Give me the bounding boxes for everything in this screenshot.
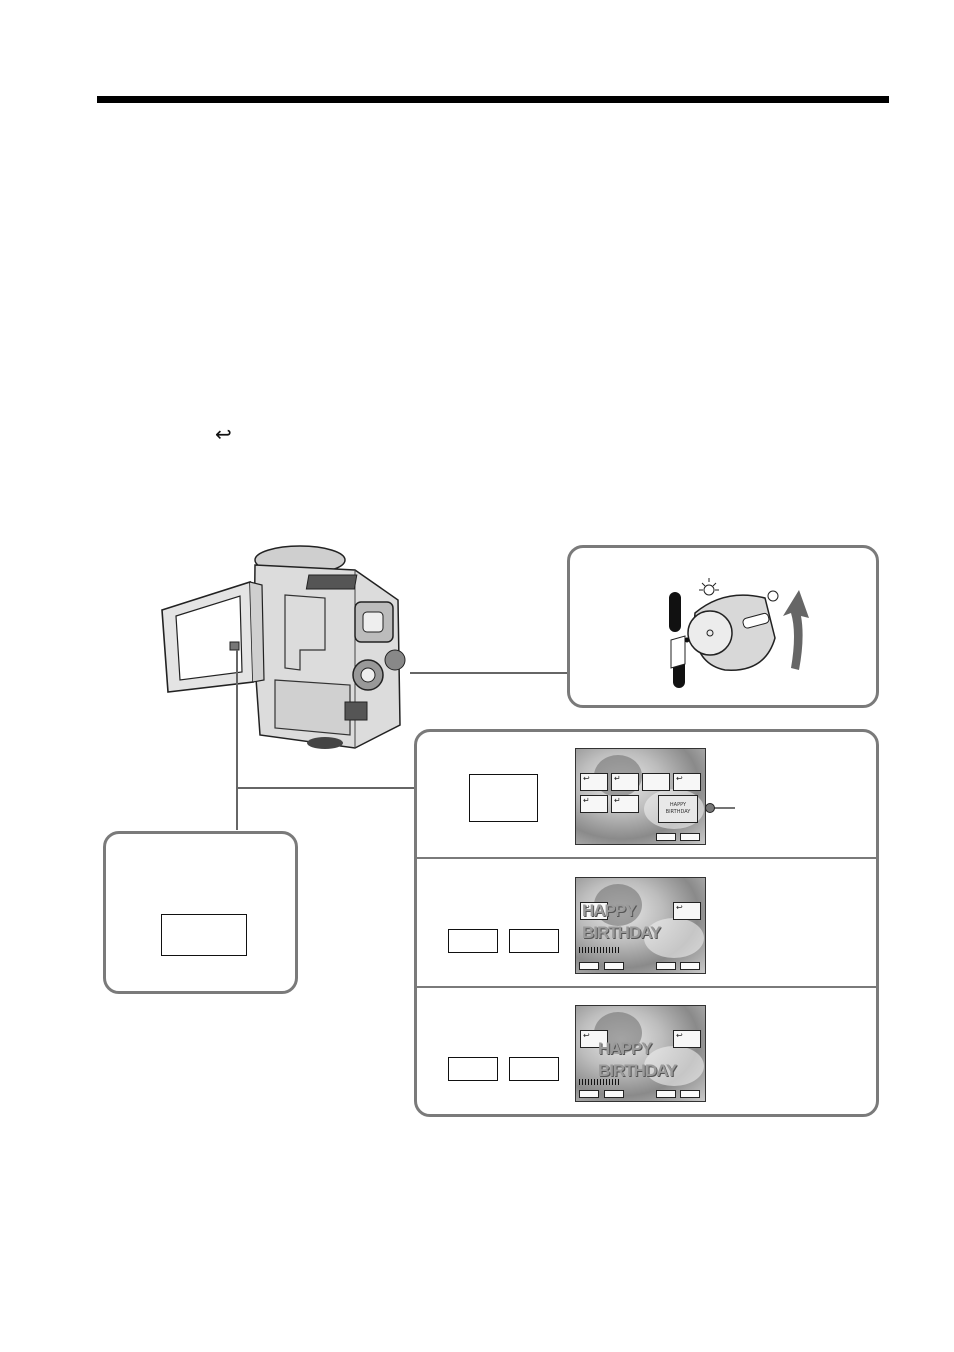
- header-rule: [97, 96, 889, 103]
- return-button[interactable]: ↩: [673, 1030, 701, 1048]
- return-button[interactable]: ↩: [673, 773, 701, 791]
- return-button[interactable]: ↩: [673, 902, 701, 920]
- lcd-screen-step-1: ↩ ↵ ↩ ↵ ↵ HAPPY BIRTHDAY: [575, 748, 706, 845]
- screen-mini-button[interactable]: [680, 1090, 700, 1098]
- screen-mini-button[interactable]: [680, 833, 700, 841]
- screen-button[interactable]: ↵: [611, 795, 639, 813]
- control-button-label[interactable]: [509, 1057, 559, 1081]
- screen-mini-button[interactable]: [604, 962, 624, 970]
- step-divider: [417, 986, 876, 988]
- return-icon: ↩: [215, 422, 232, 446]
- level-bar: [579, 947, 619, 953]
- step-divider: [417, 857, 876, 859]
- touch-panel-callout: [103, 831, 298, 994]
- level-bar: [579, 1079, 619, 1085]
- stamp-preview[interactable]: HAPPY BIRTHDAY: [658, 795, 698, 823]
- screen-button[interactable]: ↵: [580, 795, 608, 813]
- screen-button[interactable]: ↵: [611, 773, 639, 791]
- screen-mini-button[interactable]: [656, 962, 676, 970]
- return-button[interactable]: ↩: [580, 902, 608, 920]
- control-button-label[interactable]: [448, 1057, 498, 1081]
- screen-button[interactable]: [642, 773, 670, 791]
- screen-mini-button[interactable]: [656, 833, 676, 841]
- control-button-label[interactable]: [509, 929, 559, 953]
- screen-mini-button[interactable]: [656, 1090, 676, 1098]
- screen-mini-button[interactable]: [680, 962, 700, 970]
- mode-dial-icon: [669, 578, 809, 688]
- screen-mini-button[interactable]: [579, 1090, 599, 1098]
- control-button-label[interactable]: [448, 929, 498, 953]
- screen-mini-button[interactable]: [604, 1090, 624, 1098]
- steps-panel: ↩ ↵ ↩ ↵ ↵ HAPPY BIRTHDAY ↩ ↩ HAPPY BIRTH…: [414, 729, 879, 1117]
- mode-dial-panel: [567, 545, 879, 708]
- overlay-title: HAPPY BIRTHDAY: [582, 901, 661, 942]
- lcd-screen-step-3: ↩ ↩ HAPPY BIRTHDAY: [575, 1005, 706, 1102]
- callout-pointer: [705, 803, 735, 813]
- connector-lines: [236, 650, 568, 830]
- screen-button-label[interactable]: [161, 914, 247, 956]
- overlay-title: HAPPY BIRTHDAY: [598, 1039, 677, 1080]
- menu-button-label[interactable]: [469, 774, 538, 822]
- return-button[interactable]: ↩: [580, 773, 608, 791]
- rotate-arrow-icon: [783, 590, 809, 670]
- screen-mini-button[interactable]: [579, 962, 599, 970]
- lcd-screen-step-2: ↩ ↩ HAPPY BIRTHDAY: [575, 877, 706, 974]
- return-button[interactable]: ↩: [580, 1030, 608, 1048]
- camcorder-illustration: [161, 545, 406, 749]
